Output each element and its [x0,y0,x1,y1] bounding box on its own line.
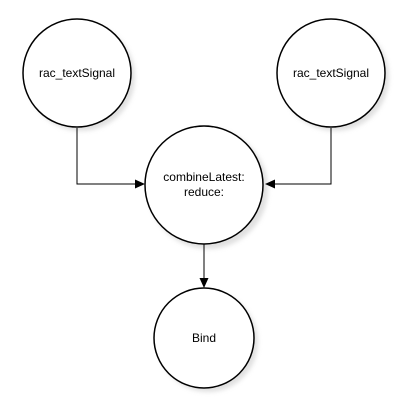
edge-combine-to-bind [199,244,209,288]
node-rac-text-signal-left[interactable]: rac_textSignal [22,18,132,128]
node-bind[interactable]: Bind [153,287,255,389]
arrow-head-down [199,278,209,288]
edge-right-to-combine [265,128,332,189]
arrow-head-left [265,179,275,189]
node-label: rac_textSignal [39,66,115,80]
node-combine-latest-reduce[interactable]: combineLatest: reduce: [144,125,264,245]
node-label: rac_textSignal [293,66,369,80]
arrow-head-right [135,179,145,189]
node-rac-text-signal-right[interactable]: rac_textSignal [276,18,386,128]
edge-left-to-combine [76,128,145,189]
node-label-line-2: reduce: [184,185,224,199]
node-label-line-1: combineLatest: [163,170,244,184]
node-label: Bind [192,331,216,345]
